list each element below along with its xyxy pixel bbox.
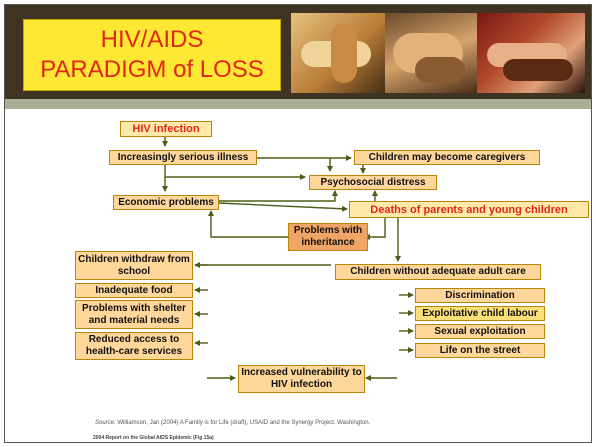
node-deaths: Deaths of parents and young children xyxy=(349,201,589,218)
node-healthcare: Reduced access to health-care services xyxy=(75,332,193,360)
hands-photo-1 xyxy=(291,13,389,93)
flow-arrows xyxy=(162,133,414,381)
arrow-economic-to-psychosocial xyxy=(218,190,338,202)
node-hiv-infection: HIV infection xyxy=(120,121,212,137)
source-text: Williamson, Jan (2004) A Family is for L… xyxy=(115,420,371,426)
report-reference: 2004 Report on the Global AIDS Epidemic … xyxy=(93,435,214,441)
arrow-inheritance-to-economic xyxy=(208,210,291,238)
node-serious-illness: Increasingly serious illness xyxy=(109,150,257,165)
arrow-economic-to-deaths xyxy=(217,202,348,212)
node-caregivers: Children may become caregivers xyxy=(354,150,540,165)
slide: HIV/AIDS PARADIGM of LOSS xyxy=(4,4,592,443)
node-inheritance: Problems with inheritance xyxy=(288,223,368,251)
node-life-street: Life on the street xyxy=(415,343,545,358)
node-vulnerability: Increased vulnerability to HIV infection xyxy=(238,365,365,393)
header-divider-band xyxy=(5,99,591,109)
node-withdraw-school: Children withdraw from school xyxy=(75,251,193,280)
source-citation: Source: Williamson, Jan (2004) A Family … xyxy=(95,420,370,426)
node-psychosocial: Psychosocial distress xyxy=(309,175,437,190)
hands-photo-3 xyxy=(477,13,585,93)
node-child-labour: Exploitative child labour xyxy=(415,306,545,321)
node-sexual-exploitation: Sexual exploitation xyxy=(415,324,545,339)
node-discrimination: Discrimination xyxy=(415,288,545,303)
node-shelter: Problems with shelter and material needs xyxy=(75,300,193,329)
header-banner: HIV/AIDS PARADIGM of LOSS xyxy=(5,5,591,99)
node-inadequate-food: Inadequate food xyxy=(75,283,193,298)
hands-photo-2 xyxy=(385,13,479,93)
arrow-deaths-to-inheritance xyxy=(364,217,386,240)
title-line-1: HIV/AIDS xyxy=(100,26,204,53)
node-economic: Economic problems xyxy=(113,195,219,210)
source-label: Source: xyxy=(95,420,116,426)
title-line-2: PARADIGM of LOSS xyxy=(40,56,264,83)
node-without-care: Children without adequate adult care xyxy=(335,264,541,280)
title-box: HIV/AIDS PARADIGM of LOSS xyxy=(23,19,281,91)
